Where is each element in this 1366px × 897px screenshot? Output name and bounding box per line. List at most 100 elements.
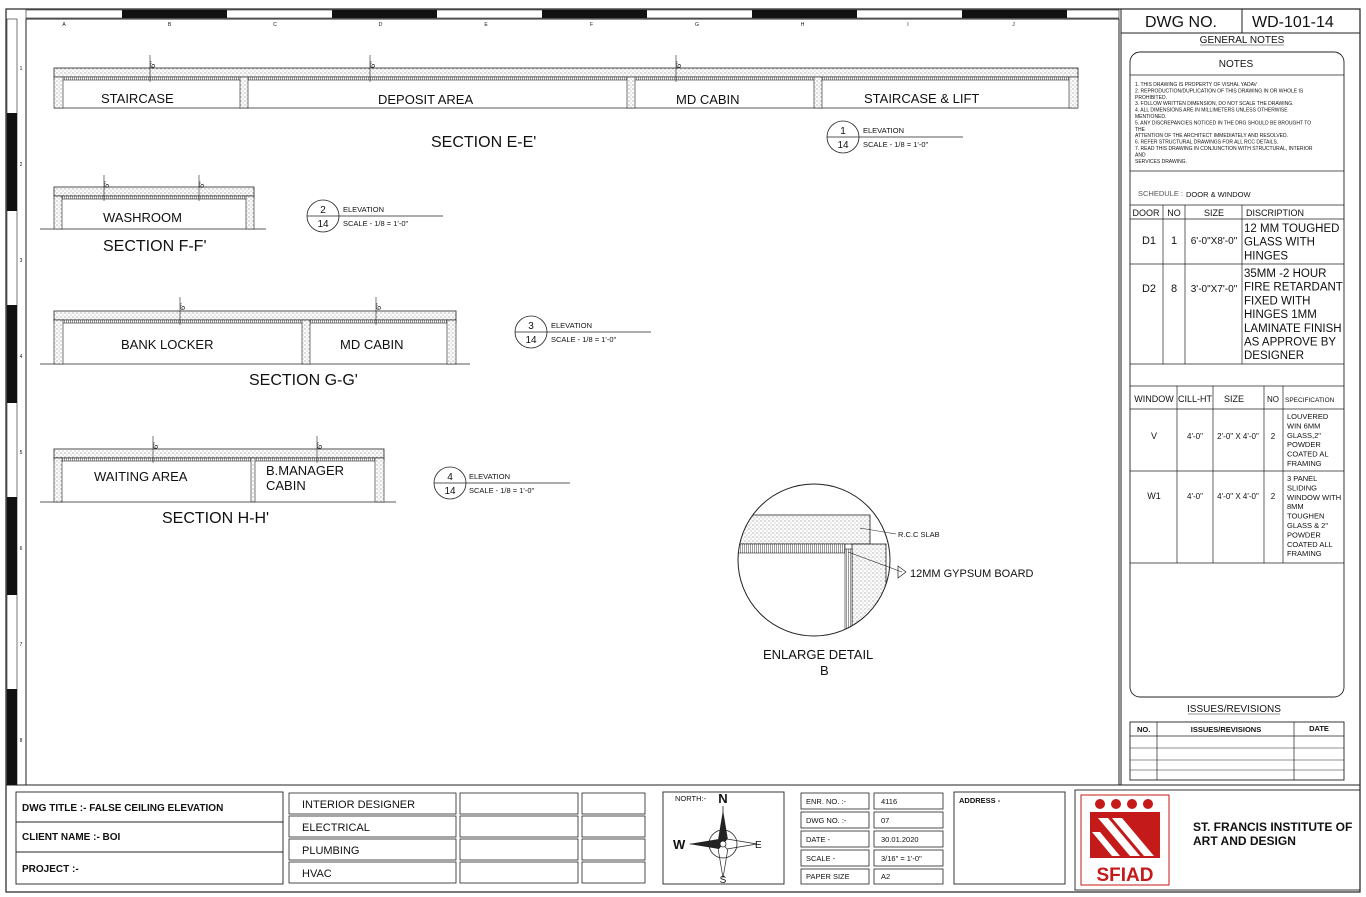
grid-row-label: 8 — [20, 738, 23, 744]
window-cell-spec: SLIDING — [1287, 483, 1317, 492]
schedule-value: DOOR & WINDOW — [1186, 190, 1251, 199]
svg-text:SCALE - 1/8 = 1'-0": SCALE - 1/8 = 1'-0" — [863, 140, 929, 149]
section-e-e: 6" 6" 6" STAIRCASE DEPOSIT AREA MD CABIN… — [53, 55, 1079, 154]
door-cell-no: 1 — [1171, 235, 1177, 247]
door-cell-description: HINGES 1MM — [1244, 309, 1317, 321]
svg-text:ENR. NO. :-: ENR. NO. :- — [806, 797, 847, 806]
revisions-table: NO. ISSUES/REVISIONS DATE — [1129, 721, 1345, 781]
section-g-g: 6" 6" BANK LOCKER MD CABIN SECTION G-G' … — [40, 297, 651, 389]
svg-text:DATE: DATE — [1309, 724, 1329, 733]
drawing-area-border — [25, 18, 1120, 786]
note-line: 7. READ THIS DRAWING IN CONJUNCTION WITH… — [1135, 146, 1313, 152]
svg-text:4: 4 — [447, 472, 453, 483]
room-label: BANK LOCKER — [121, 337, 213, 352]
title-column: DWG NO. WD-101-14 GENERAL NOTES NOTES 1.… — [1121, 9, 1360, 781]
svg-text:07: 07 — [881, 816, 889, 825]
institute-name-line2: ART AND DESIGN — [1193, 834, 1296, 848]
svg-text:6": 6" — [197, 181, 206, 188]
window-cell-spec: 3 PANEL — [1287, 474, 1317, 483]
dwg-title: DWG TITLE :- FALSE CEILING ELEVATION — [22, 803, 223, 814]
svg-text:S: S — [720, 875, 727, 886]
note-line: 4. ALL DIMENSIONS ARE IN MILLIMETERS UNL… — [1135, 108, 1288, 114]
grid-column-label: H — [801, 22, 805, 28]
detail-letter: B — [820, 663, 829, 678]
svg-text:A2: A2 — [881, 872, 890, 881]
enlarge-detail-b: R.C.C SLAB 12MM GYPSUM BOARD ENLARGE DET… — [737, 483, 1034, 678]
grid-row-label: 1 — [20, 66, 23, 72]
room-label: MD CABIN — [676, 92, 740, 107]
window-cell-spec: WIN 6MM — [1287, 421, 1320, 430]
door-cell-no: 8 — [1171, 283, 1177, 295]
room-label: B.MANAGER — [266, 463, 344, 478]
window-cell-size: 4'-0" X 4'-0" — [1217, 492, 1259, 501]
window-cell-no: 2 — [1271, 492, 1276, 501]
door-cell-description: LAMINATE FINISH — [1244, 323, 1342, 335]
room-label: WAITING AREA — [94, 469, 188, 484]
detail-title: ENLARGE DETAIL — [763, 647, 873, 662]
svg-text:PLUMBING: PLUMBING — [302, 845, 359, 857]
window-cell-spec: FRAMING — [1287, 549, 1322, 558]
ceiling-board-e — [53, 76, 1079, 81]
elevation-tag: 1 14 ELEVATION SCALE - 1/8 = 1'-0" — [826, 120, 963, 154]
room-label: WASHROOM — [103, 210, 182, 225]
window-cell-spec: LOUVERED — [1287, 412, 1329, 421]
project-label: PROJECT :- — [22, 864, 79, 875]
svg-text:PAPER SIZE: PAPER SIZE — [806, 872, 850, 881]
grid-row-label: 7 — [20, 642, 23, 648]
window-cell-cill: 4'-0" — [1187, 492, 1203, 501]
section-h-h: 6" 6" WAITING AREA B.MANAGER CABIN SECTI… — [40, 436, 570, 527]
grid-row-label: 4 — [20, 354, 23, 360]
dim-label: 6" — [674, 61, 683, 68]
revisions-heading: ISSUES/REVISIONS — [1187, 704, 1281, 715]
room-label: STAIRCASE — [101, 91, 174, 106]
note-line: 2. REPRODUCTION/DUPLICATION OF THIS DRAW… — [1135, 88, 1304, 94]
client-name: CLIENT NAME :- BOI — [22, 832, 121, 843]
svg-text:NORTH:-: NORTH:- — [675, 794, 707, 803]
svg-text:6": 6" — [374, 303, 383, 310]
north-compass: NORTH:- N S E W — [662, 791, 785, 886]
grid-row-label: 3 — [20, 258, 23, 264]
window-cell-no: 2 — [1271, 432, 1276, 441]
svg-text:DWG NO. :-: DWG NO. :- — [806, 816, 847, 825]
sfiad-logo: SFIAD — [1080, 794, 1170, 886]
svg-text:6": 6" — [315, 442, 324, 449]
discipline-table: INTERIOR DESIGNER ELECTRICAL PLUMBING HV… — [288, 792, 646, 884]
note-line: 6. REFER STRUCTURAL DRAWINGS FOR ALL RCC… — [1135, 140, 1278, 146]
grid-row-label: 2 — [20, 162, 23, 168]
window-table-header: WINDOW — [1134, 394, 1174, 404]
window-cell-id: V — [1151, 431, 1157, 441]
svg-text:SCALE -: SCALE - — [806, 854, 836, 863]
svg-text:30.01.2020: 30.01.2020 — [881, 835, 919, 844]
note-line: 3. FOLLOW WRITTEN DIMENSION, DO NOT SCAL… — [1135, 101, 1294, 107]
window-cell-spec: WINDOW WITH — [1287, 493, 1341, 502]
door-cell-description: FIRE RETARDANT — [1244, 282, 1343, 294]
svg-text:14: 14 — [837, 140, 849, 151]
dim-label: 6" — [148, 61, 157, 68]
notes-panel — [1129, 51, 1345, 698]
door-cell-id: D2 — [1142, 283, 1156, 295]
door-cell-id: D1 — [1142, 235, 1156, 247]
svg-text:ELEVATION: ELEVATION — [551, 321, 592, 330]
elevation-tag: 2 14 ELEVATION SCALE - 1/8 = 1'-0" — [306, 199, 443, 233]
dim-label: 6" — [368, 61, 377, 68]
drawing-info-table: ENR. NO. :- DWG NO. :- DATE - SCALE - PA… — [800, 792, 944, 885]
svg-text:SCALE - 1/8 = 1'-0": SCALE - 1/8 = 1'-0" — [551, 335, 617, 344]
elevation-tag: 4 14 ELEVATION SCALE - 1/8 = 1'-0" — [433, 466, 570, 500]
section-title: SECTION H-H' — [162, 510, 269, 527]
gypsum-board-label: 12MM GYPSUM BOARD — [910, 568, 1034, 580]
door-table-header: DISCRIPTION — [1246, 208, 1304, 218]
door-cell-description: 35MM -2 HOUR — [1244, 268, 1326, 280]
notes-list: 1. THIS DRAWING IS PROPERTY OF VISHAL YA… — [1135, 82, 1313, 165]
note-line: ATTENTION OF THE ARCHITECT IMMEDIATELY A… — [1135, 133, 1288, 139]
svg-text:DATE -: DATE - — [806, 835, 831, 844]
window-cell-spec: TOUGHEN — [1287, 512, 1324, 521]
window-cell-spec: COATED AL — [1287, 450, 1329, 459]
window-cell-spec: COATED ALL — [1287, 540, 1333, 549]
window-cell-spec: POWDER — [1287, 530, 1321, 539]
svg-text:E: E — [755, 840, 762, 851]
door-cell-description: HINGES — [1244, 250, 1288, 262]
svg-text:ISSUES/REVISIONS: ISSUES/REVISIONS — [1191, 725, 1261, 734]
